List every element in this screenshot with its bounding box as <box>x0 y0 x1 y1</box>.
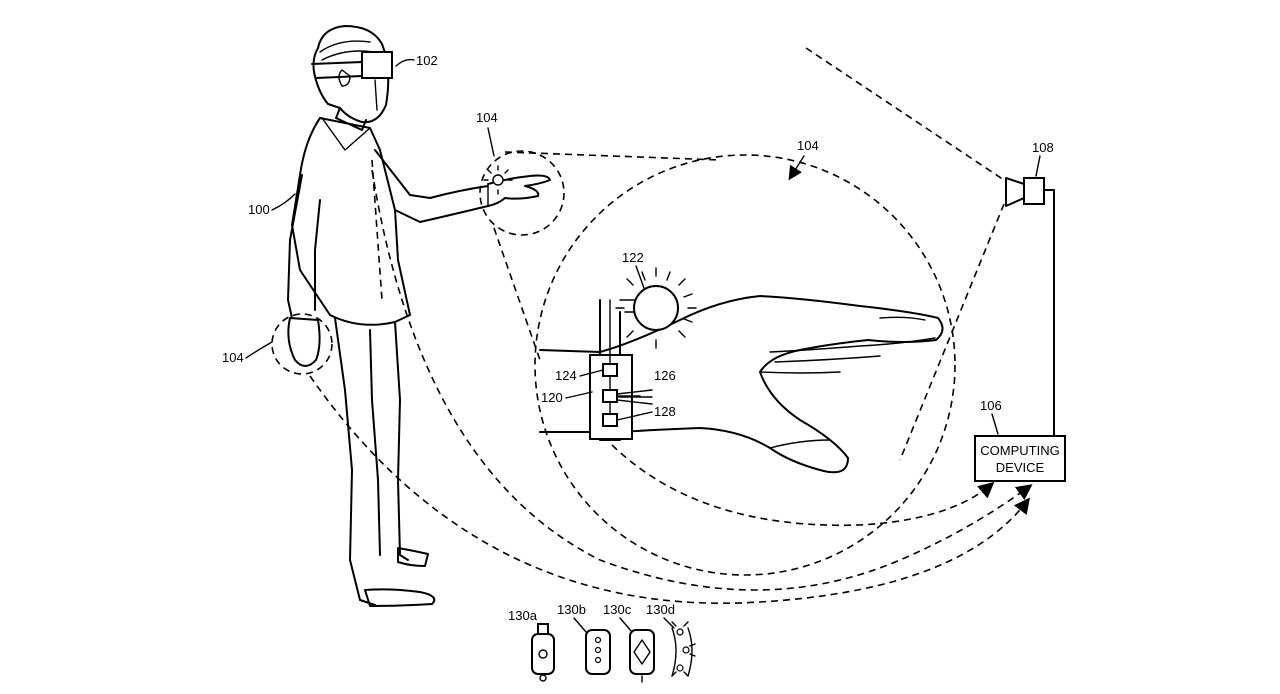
leader-light-source <box>635 265 645 289</box>
component-128-block <box>602 413 618 427</box>
camera-fov-bottom <box>899 203 1005 461</box>
computing-device-box <box>974 435 1066 482</box>
camera-icon <box>1005 177 1045 207</box>
leader-wearable-region-a <box>487 127 495 157</box>
label-component-b: 126 <box>654 368 676 383</box>
callout-line-top <box>504 151 721 161</box>
label-camera: 108 <box>1032 140 1054 155</box>
wearable-region-callout-left <box>271 313 333 375</box>
label-component-c: 128 <box>654 404 676 419</box>
label-wearable-region-a: 104 <box>476 110 498 125</box>
emitter-icon <box>616 389 653 405</box>
component-124-block <box>602 363 618 377</box>
signal-arc-person <box>371 169 1033 591</box>
camera-cable <box>1043 189 1055 437</box>
label-component-a: 124 <box>555 368 577 383</box>
label-wearable-region-c: 104 <box>222 350 244 365</box>
label-wearable-device: 120 <box>541 390 563 405</box>
leader-variant-b <box>573 617 587 633</box>
leader-component-c <box>616 411 653 421</box>
wrist-light-icon <box>483 165 513 195</box>
wearable-region-callout-hand <box>479 150 565 236</box>
label-headset: 102 <box>416 53 438 68</box>
label-variant-d: 130d <box>646 602 675 617</box>
label-variant-c: 130c <box>603 602 632 617</box>
signal-arc-left-hand <box>309 375 1030 604</box>
leader-camera <box>1035 155 1041 177</box>
leader-headset <box>395 58 415 67</box>
callout-line-bottom <box>493 227 541 361</box>
light-source-icon <box>615 267 697 349</box>
leader-wearable-region-b <box>788 155 805 181</box>
component-126-block <box>602 389 618 403</box>
camera-fov-top <box>805 47 1005 181</box>
label-user: 100 <box>248 202 270 217</box>
variant-130a-icon <box>531 623 555 682</box>
enlarged-view-circle <box>534 154 956 576</box>
enlarged-hand <box>539 295 944 474</box>
wearable-device <box>589 299 641 441</box>
leader-variant-c <box>619 617 633 633</box>
label-variant-b: 130b <box>557 602 586 617</box>
label-light-source: 122 <box>622 250 644 265</box>
computing-device-line2: DEVICE <box>996 460 1045 475</box>
leader-wearable-region-c <box>245 341 273 359</box>
user-figure <box>287 25 551 607</box>
label-variant-a: 130a <box>508 608 538 623</box>
variant-130d-icon <box>671 621 696 677</box>
variant-130c-icon <box>629 629 655 683</box>
label-wearable-region-b: 104 <box>797 138 819 153</box>
leader-user <box>271 193 296 211</box>
computing-device-line1: COMPUTING <box>980 443 1059 458</box>
leader-component-a <box>579 369 604 377</box>
leader-computing-device <box>991 413 999 435</box>
leader-wearable-device <box>565 391 593 399</box>
headset <box>311 51 393 111</box>
label-computing-device: 106 <box>980 398 1002 413</box>
variant-130b-icon <box>585 629 611 675</box>
leader-variant-d <box>663 617 675 629</box>
signal-arc-wearable <box>611 444 995 527</box>
